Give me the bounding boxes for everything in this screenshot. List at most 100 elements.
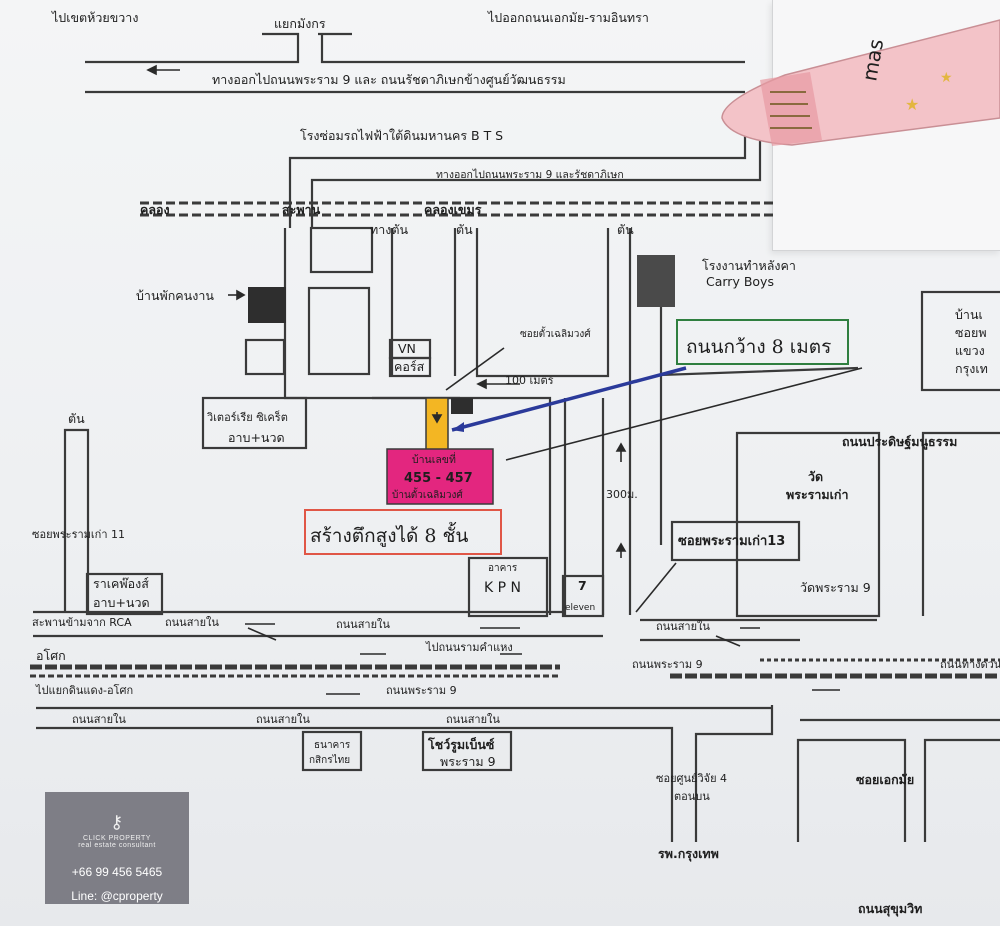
label-seven-top: 7 (578, 578, 587, 593)
building-c (244, 338, 286, 376)
label-exit-short: ทางออกไปถนนพระราม 9 และรัชดาภิเษก (436, 168, 624, 181)
label-kpn-1: อาคาร (488, 563, 518, 574)
lower-road-bottom (36, 726, 674, 842)
right-road-block (921, 431, 1000, 616)
key-icon: ⚷ (110, 812, 124, 832)
lower-road-hospital (694, 705, 774, 842)
label-soi-ekkamai: ซอยเอกมัย (856, 772, 914, 787)
label-inner-road-4: ถนนสายใน (72, 713, 126, 726)
label-right-box-3: แขวง (955, 343, 985, 358)
label-inner-road-1: ถนนสายใน (165, 616, 219, 629)
label-canal: คลอง (140, 202, 170, 217)
label-inner-road-2: ถนนสายใน (336, 618, 390, 631)
arrowhead (615, 442, 627, 452)
top-road-left (85, 32, 300, 64)
arrows (146, 64, 863, 695)
soi-shop-road (796, 738, 907, 842)
label-course: คอร์ส (394, 359, 425, 374)
arrowhead (615, 542, 627, 552)
label-target-1: บ้านเลขที่ (412, 452, 456, 466)
course-box (388, 356, 432, 378)
label-prasert-road: ถนนประดิษฐ์มนูธรรม (842, 434, 957, 450)
label-kbank-2: กสิกรไทย (309, 754, 350, 766)
label-target-number: 455 - 457 (404, 471, 473, 486)
agency-line-id: Line: @cproperty (71, 889, 163, 903)
label-fortune-2: พระราม 9 (440, 754, 496, 769)
label-right-box-4: กรุงเท (955, 361, 988, 377)
staff-house-block (248, 287, 286, 323)
label-kbank-1: ธนาคาร (314, 740, 351, 751)
rachaphong-building (85, 572, 164, 616)
agency-phone: +66 99 456 5465 (71, 865, 163, 879)
label-top-junction: แยกมังกร (274, 16, 326, 31)
label-inner-road-3: ถนนสายใน (656, 620, 710, 633)
arrow-soi-13 (635, 562, 677, 613)
label-top-right: ไปออกถนนเอกมัย-รามอินทรา (487, 10, 649, 25)
arrow-road-2 (247, 627, 277, 641)
label-sukhumvit: ถนนสุขุมวิท (858, 901, 922, 917)
label-rachaphong-2: อาบ+นวด (93, 595, 150, 610)
agency-tagline: real estate consultant (78, 842, 156, 849)
label-right-box-2: ซอยพ (955, 325, 987, 340)
label-inner-road-5: ถนนสายใน (256, 713, 310, 726)
pen-springs (770, 91, 812, 129)
label-bts: โรงซ่อมรถไฟฟ้าใต้ดินมหานคร B T S (300, 128, 503, 143)
arrow-road-8 (715, 635, 741, 647)
label-to-din-daeng: ไปแยกดินแดง-อโศก (35, 683, 133, 697)
agency-watermark: ⚷ CLICK PROPERTY real estate consultant … (45, 792, 189, 904)
label-rachaphong-1: ราเคพ๊องส์ (93, 576, 149, 591)
temple-block (735, 431, 881, 618)
pen: mas ★ ★ (721, 19, 1000, 146)
pen-star-1: ★ (905, 95, 919, 114)
label-rama9-right: ถนนพระราม 9 (632, 658, 703, 671)
label-temple-2: พระรามเก่า (786, 487, 849, 502)
benz-showroom (421, 730, 513, 772)
small-dark-block (451, 398, 473, 414)
building-note-box (304, 509, 502, 555)
kbank-building (301, 730, 363, 772)
factory-block (637, 255, 675, 307)
label-staff-house: บ้านพักคนงาน (136, 288, 214, 303)
label-inner-road-6: ถนนสายใน (446, 713, 500, 726)
label-soi-name: ซอยตั้วเฉลิมวงศ์ (520, 326, 591, 340)
label-seven-bottom: eleven (565, 603, 595, 613)
blue-marker-arrow (451, 366, 687, 432)
compound-center-block (475, 228, 610, 378)
label-temple-1: วัด (808, 469, 823, 484)
agency-brand: CLICK PROPERTY (83, 835, 151, 842)
exit-road-loop-outer (288, 125, 747, 228)
kpn-building (467, 556, 549, 618)
arrowhead (431, 414, 443, 424)
label-rca-bridge: สะพานข้ามจาก RCA (32, 616, 132, 629)
label-soi-shop-2: ตอนบน (674, 790, 710, 803)
label-dead-end-1: ทางตัน (370, 222, 408, 237)
label-right-box-1: บ้านเ (955, 307, 983, 322)
soi-rama-old-11-road (63, 428, 90, 612)
agency-logo: ⚷ CLICK PROPERTY real estate consultant (45, 812, 189, 849)
arrow-soi (445, 347, 505, 391)
building-note: สร้างตึกสูงได้ 8 ชั้น (310, 522, 468, 547)
label-hospital: รพ.กรุงเทพ (658, 846, 719, 862)
label-vn: VN (398, 341, 416, 356)
map-labels: ไปเขตห้วยขวาง แยกมังกร ไปออกถนนเอกมัย-รา… (32, 10, 1000, 917)
label-factory: โรงงานทำหลังคา (702, 258, 796, 273)
label-dead-end-2: ตัน (456, 222, 473, 237)
road-width-note: ถนนกว้าง 8 เมตร (686, 336, 831, 358)
soi-highlight (425, 397, 449, 451)
blue-arrowhead (452, 422, 464, 432)
canal-lines (30, 201, 1000, 679)
victoria-building (201, 396, 308, 450)
seven-eleven-store (561, 574, 605, 618)
label-exit-long: ทางออกไปถนนพระราม 9 และ ถนนรัชดาภิเษกข้า… (212, 72, 566, 88)
label-highway-right: ถนนทางด่วน (940, 658, 1000, 671)
building-b (307, 286, 371, 376)
label-300m: 300ม. (606, 488, 638, 501)
road-lines (33, 32, 1000, 842)
label-asok: อโศก (36, 648, 66, 663)
label-dead-end-3: ตัน (617, 222, 634, 237)
label-victoria-2: อาบ+นวด (228, 430, 285, 445)
label-soi-shop-1: ซอยศูนย์วิจัย 4 (656, 772, 727, 785)
label-soi-13: ซอยพระรามเก่า13 (678, 534, 785, 549)
label-victoria-1: วิเตอร์เรีย ซิเคร็ต (206, 410, 288, 424)
